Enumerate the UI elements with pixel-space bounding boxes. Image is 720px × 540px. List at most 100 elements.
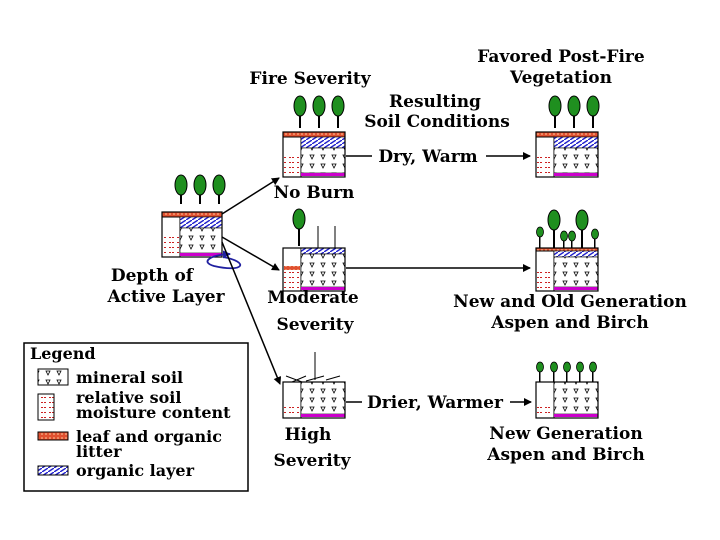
vegetation-high-column [535, 361, 599, 419]
burned-snags [285, 352, 341, 383]
block-outline [282, 247, 346, 292]
fallen-snag-icon [285, 375, 341, 383]
organic-layer [553, 136, 599, 149]
severity-no-burn: No Burn [274, 183, 355, 203]
tree-icon [193, 174, 207, 204]
conditions-dry-warm: Dry, Warm [378, 147, 477, 167]
tree-group [174, 174, 226, 204]
legend-title: Legend [30, 344, 96, 363]
tree-icon [560, 230, 568, 248]
litter-remnant [284, 266, 300, 270]
tree-icon [548, 95, 562, 128]
severity-high-line1: High [285, 425, 332, 445]
block-outline [535, 247, 599, 292]
header-fire-severity: Fire Severity [249, 69, 371, 89]
legend-label-mineral-soil: mineral soil [76, 368, 183, 387]
vegetation-high-line1: New Generation [489, 424, 642, 444]
conditions-drier-warmer: Drier, Warmer [367, 393, 504, 413]
mineral-layer [553, 381, 599, 415]
tree-icon [568, 230, 576, 248]
depth-indicator-arrow [206, 250, 242, 270]
active-layer-base [180, 253, 222, 256]
tree-icon [591, 228, 599, 248]
tree-icon [576, 361, 584, 382]
legend-swatch-organic [37, 465, 69, 476]
high-severity-soil-column [282, 352, 346, 419]
mineral-layer [300, 147, 346, 174]
tree-icon [586, 95, 600, 128]
mineral-layer [179, 227, 223, 254]
legend-label-organic: organic layer [76, 461, 195, 480]
tree-icon [550, 361, 558, 382]
no-burn-soil-column [282, 95, 346, 178]
depth-label-line2: Active Layer [106, 287, 225, 307]
tree-icon [589, 361, 597, 382]
organic-layer [300, 136, 346, 149]
block-outline [282, 131, 346, 178]
tree-icon [536, 361, 544, 382]
tree-group [536, 361, 597, 382]
mineral-layer [300, 253, 346, 288]
litter-layer [161, 211, 223, 218]
active-layer-base [301, 173, 345, 176]
severity-high-line2: Severity [274, 451, 352, 471]
header-favored-line1: Favored Post-Fire [477, 47, 645, 67]
litter-layer [282, 131, 346, 138]
mineral-layer [553, 256, 599, 288]
moisture-fill [284, 404, 300, 417]
active-layer-base [301, 287, 345, 290]
tree-group [548, 95, 600, 128]
mineral-layer [553, 147, 599, 174]
legend-swatch-mineral-soil [37, 368, 69, 386]
tree-icon [312, 95, 326, 128]
tree-icon [174, 174, 188, 204]
block-outline [282, 381, 346, 419]
tree-icon [212, 174, 226, 204]
moisture-fill [163, 237, 179, 256]
initial-soil-column [161, 174, 226, 258]
moisture-fill [537, 268, 553, 290]
tree-icon [292, 208, 306, 246]
organic-layer [179, 216, 223, 229]
vegetation-moderate-column [535, 209, 599, 292]
tree-icon [567, 95, 581, 128]
arrow-to-no-burn [221, 177, 280, 215]
legend-swatch-moisture [37, 393, 55, 421]
organic-layer [553, 250, 599, 258]
vegetation-moderate-line2: Aspen and Birch [490, 313, 648, 333]
severity-moderate-line2: Severity [277, 315, 355, 335]
legend-label-moisture-line1: relative soil [76, 388, 181, 407]
active-layer-base [554, 287, 598, 290]
tree-icon [331, 95, 345, 128]
moisture-fill [284, 157, 300, 176]
block-outline [535, 381, 599, 419]
tree-icon [575, 209, 589, 248]
burned-tree-group [292, 208, 336, 248]
active-layer-base [554, 414, 598, 417]
legend-swatch-litter [37, 431, 69, 441]
active-layer-base [301, 414, 345, 417]
legend-label-moisture-line2: moisture content [76, 403, 231, 422]
tree-group [293, 95, 345, 128]
header-resulting-line1: Resulting [389, 92, 481, 112]
tree-icon [547, 209, 561, 248]
vegetation-no-burn-column [535, 95, 600, 178]
moisture-fill [537, 404, 553, 417]
legend-label-litter-line1: leaf and organic [76, 427, 222, 446]
tree-icon [536, 226, 544, 248]
legend: Legend mineral soil relative soil moistu… [23, 342, 249, 492]
litter-layer [535, 131, 599, 138]
active-layer-base [554, 173, 598, 176]
block-outline [535, 131, 599, 178]
depth-label-line1: Depth of [111, 266, 195, 286]
arrow-to-moderate [221, 236, 280, 271]
moisture-fill [284, 266, 300, 290]
tree-group [536, 209, 599, 248]
block-outline [161, 211, 223, 258]
header-resulting-line2: Soil Conditions [364, 112, 510, 132]
tree-icon [293, 95, 307, 128]
severity-moderate-line1: Moderate [267, 288, 359, 308]
moderate-severity-soil-column [282, 208, 346, 292]
vegetation-moderate-line1: New and Old Generation [453, 292, 687, 312]
